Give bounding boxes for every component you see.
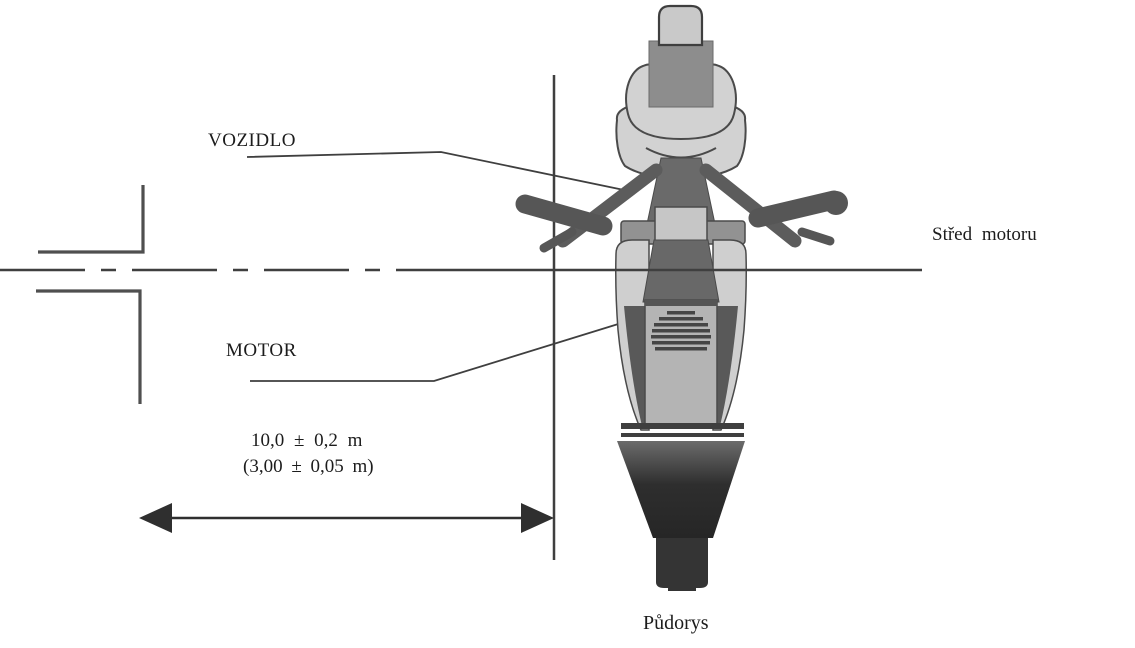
left-body-wedge (624, 306, 649, 426)
dimension-secondary-label: (3,00 ± 0,05 m) (243, 456, 374, 477)
rear-body (617, 441, 745, 538)
mic-position-bracket-top (38, 185, 145, 254)
body-stripe-upper (621, 423, 744, 429)
engine-center-label: Střed motoru (932, 224, 1037, 245)
body-stripe-lower (621, 433, 744, 437)
engine-label: MOTOR (226, 340, 297, 361)
headstock-block (648, 40, 714, 108)
vehicle-label: VOZIDLO (208, 130, 296, 151)
rear-wheel (656, 538, 708, 588)
plan-view-caption: Půdorys (643, 612, 709, 634)
engine-top-edge (645, 300, 717, 306)
mic-position-bracket-bottom (36, 289, 142, 404)
rear-wheel-notch (668, 586, 696, 591)
handlebars (515, 163, 844, 253)
vehicle-leader-line (246, 151, 625, 191)
right-body-wedge (713, 306, 738, 426)
engine-block (644, 299, 718, 425)
right-grip-end (824, 191, 848, 215)
front-wheel-top (654, 206, 708, 245)
windshield-knob (657, 4, 704, 47)
engine-leader-line (250, 320, 629, 382)
dimension-double-arrow-icon (139, 503, 554, 533)
dimension-primary-label: 10,0 ± 0,2 m (251, 430, 363, 451)
engine-cooling-fins (651, 311, 711, 351)
fairing-curve-line (645, 147, 717, 159)
motorcycle-plan-view (515, 4, 848, 591)
